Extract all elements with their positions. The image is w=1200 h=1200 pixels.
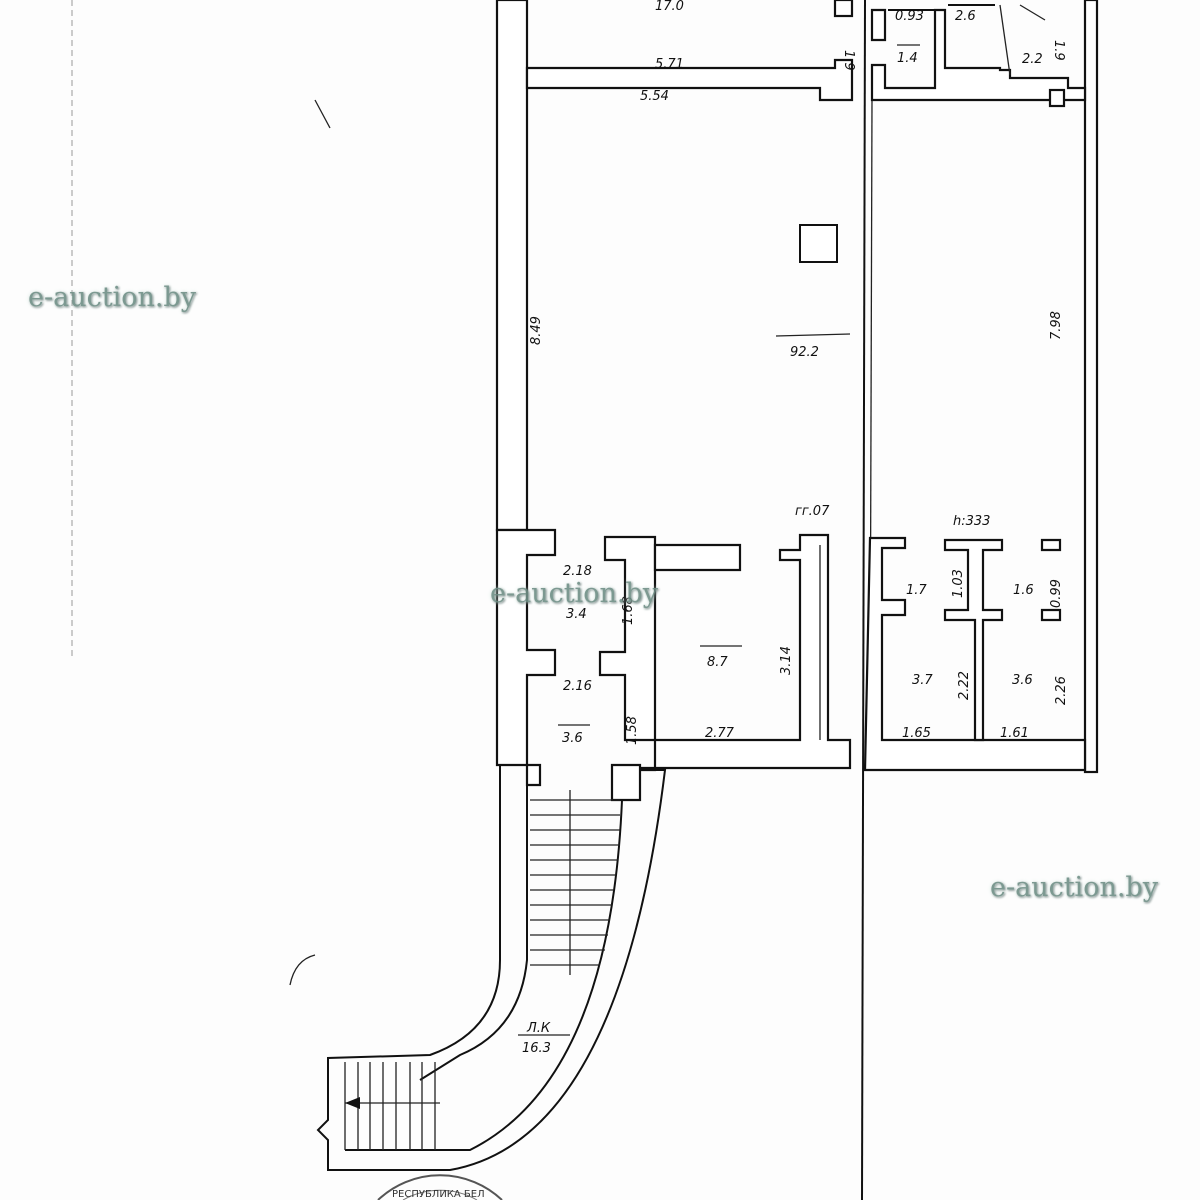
label-hall-left-length: 8.49 [529, 316, 544, 345]
official-stamp: РЕСПУБЛИКА БЕЛ [377, 1174, 503, 1200]
label-wc-area: 1.6 [1013, 583, 1034, 598]
label-room-area: 2.2 [1022, 52, 1043, 67]
label-entry-depth: 1.58 [625, 716, 640, 745]
label-height: h:333 [953, 514, 990, 529]
scan-artifact [314, 99, 331, 129]
label-top-room-side: 1.9 [841, 50, 856, 71]
wall-left [495, 0, 529, 532]
stair-arrow-icon [345, 1097, 360, 1109]
wall-office-top [653, 543, 742, 572]
wall-wc-partition [943, 538, 1004, 742]
label-vestibule-depth: 1.68 [621, 596, 636, 625]
label-top-room-area: 17.0 [655, 0, 684, 14]
label-vestibule-area: 3.4 [566, 607, 587, 622]
label-entry-area: 3.6 [562, 731, 583, 746]
stair-steps [344, 790, 620, 1150]
wall-vestibule-left [495, 528, 557, 767]
stair-outline-inner2 [345, 799, 623, 1151]
watermark: e-auction.by [490, 578, 658, 609]
label-wc-dim: 1.03 [951, 569, 966, 598]
dimension-labels: 17.0 5.71 1.9 5.54 8.49 92.2 7.98 гг.07 … [518, 0, 1069, 1056]
label-wc-area: 1.7 [906, 583, 927, 598]
wall-stair-top [525, 763, 642, 802]
label-office-area: 8.7 [707, 655, 728, 670]
watermark: e-auction.by [990, 872, 1158, 903]
wall-vestibule-right [598, 535, 657, 742]
wall-top-room [525, 58, 854, 102]
label-wc-width: 1.61 [1000, 726, 1029, 741]
wall-pier [1048, 88, 1066, 108]
label-hall-right-length: 7.98 [1049, 311, 1064, 340]
label-room-area: 1.4 [897, 51, 918, 66]
label-hall-area: 92.2 [790, 345, 819, 360]
label-room-area: 2.6 [955, 9, 976, 24]
label-wc-width: 1.65 [902, 726, 931, 741]
label-hall-note: гг.07 [795, 504, 830, 519]
wall-right [1083, 0, 1099, 774]
stamp-text: РЕСПУБЛИКА БЕЛ [392, 1189, 485, 1200]
label-wc-dim: 0.99 [1049, 579, 1064, 608]
label-stair-area: 16.3 [522, 1041, 551, 1056]
column [799, 224, 838, 263]
label-wc-depth: 2.22 [957, 671, 972, 700]
wall-wc-stub [1040, 538, 1062, 622]
door-swing [1019, 4, 1046, 21]
stair-outline-outer [316, 765, 667, 1171]
scan-artifact [289, 954, 316, 986]
label-room-dim: 1.9 [1051, 40, 1066, 61]
label-wc-area: 3.7 [912, 673, 933, 688]
stair-outline-inner [419, 785, 528, 1081]
label-hall-width: 5.54 [640, 89, 669, 104]
label-room-dim: 0.93 [895, 9, 924, 24]
label-wc-area: 3.6 [1012, 673, 1033, 688]
wall-pier [833, 0, 854, 18]
label-office-width: 2.77 [705, 726, 735, 741]
wall-wc-rooms [863, 536, 1087, 772]
label-stair-code: Л.К [526, 1021, 551, 1036]
label-vestibule-width: 2.18 [563, 564, 592, 579]
door-swing [999, 4, 1011, 76]
label-office-depth: 3.14 [779, 646, 794, 675]
label-entry-width: 2.16 [563, 679, 592, 694]
watermark: e-auction.by [28, 282, 196, 313]
label-top-room-width: 5.71 [655, 57, 684, 72]
wall-centre [861, 0, 866, 1200]
label-wc-depth: 2.26 [1054, 676, 1069, 705]
